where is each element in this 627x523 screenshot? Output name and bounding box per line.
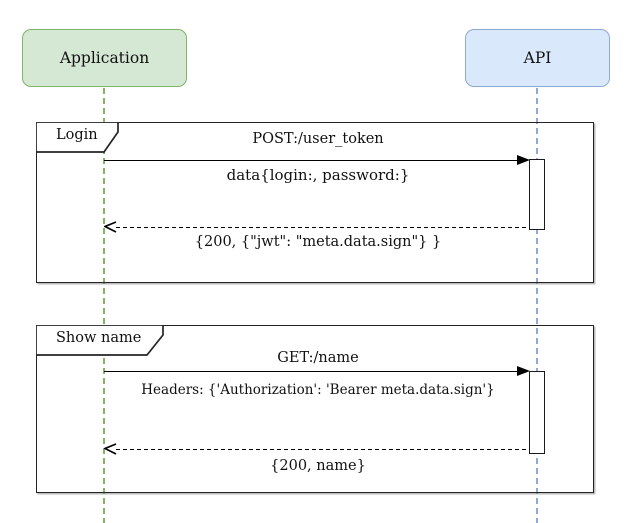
arrow-shaft (116, 448, 530, 451)
message-headers-authorization: Headers: {'Authorization': 'Bearer meta.… (141, 382, 495, 398)
actor-api: API (465, 29, 610, 87)
message-200-jwt: {200, {"jwt": "meta.data.sign"} } (194, 234, 442, 250)
frame-show-name: Show name (36, 325, 594, 493)
arrow-shaft (104, 370, 519, 373)
actor-api-label: API (523, 49, 552, 67)
api-lifeline (536, 88, 538, 523)
actor-application: Application (22, 29, 187, 87)
arrowhead-filled-icon (517, 155, 530, 165)
arrowhead-open-icon (104, 443, 117, 455)
arrow-shaft (104, 159, 519, 162)
arrowhead-filled-icon (517, 366, 530, 376)
solid-arrow-get (104, 366, 530, 377)
dashed-return-name (104, 443, 530, 456)
dashed-return-jwt (104, 221, 530, 234)
message-post-user-token: POST:/user_token (252, 131, 384, 147)
frame-login-label-shape (36, 122, 119, 153)
message-200-name: {200, name} (270, 458, 366, 474)
arrowhead-open-icon (104, 221, 117, 233)
api-activation-bar-login (529, 159, 545, 230)
arrow-shaft (116, 226, 530, 229)
frame-show-name-label: Show name (56, 330, 142, 346)
frame-login-label: Login (56, 127, 98, 143)
actor-application-label: Application (59, 49, 150, 67)
api-activation-bar-show-name (529, 371, 545, 454)
frame-show-name-label-shape (36, 325, 164, 356)
frame-login: Login (36, 122, 594, 283)
solid-arrow-post (104, 155, 530, 166)
message-data-login-password: data{login:, password:} (226, 166, 410, 184)
application-lifeline (103, 88, 105, 523)
message-get-name: GET:/name (277, 350, 359, 366)
